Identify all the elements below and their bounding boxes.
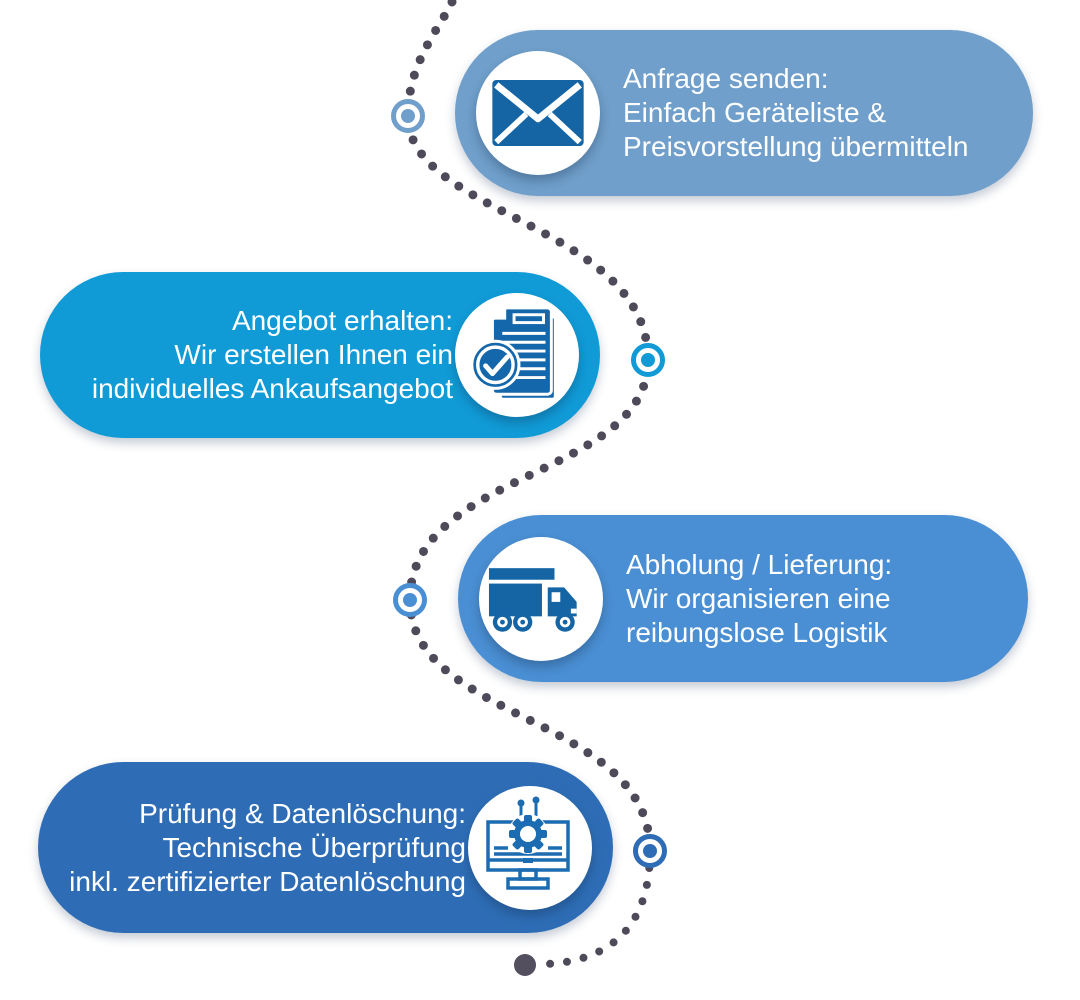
step-2-line-2: Wir erstellen Ihnen ein bbox=[174, 339, 453, 370]
monitor-gear-icon bbox=[486, 796, 570, 890]
step-3-line-3: reibungslose Logistik bbox=[626, 616, 888, 648]
truck-icon bbox=[488, 567, 577, 632]
step-4-pill: Prüfung & Datenlöschung: Technische Über… bbox=[38, 762, 613, 933]
step-3-pill: Abholung / Lieferung: Wir organisieren e… bbox=[458, 515, 1028, 682]
step-2-line-3: individuelles Ankaufsangebot bbox=[91, 373, 453, 404]
step-2-icon-badge bbox=[455, 293, 579, 417]
path-marker-step-1 bbox=[391, 99, 425, 133]
step-4-line-2: Technische Überprüfung bbox=[162, 831, 466, 863]
flow-end-dot bbox=[514, 954, 536, 976]
step-2-pill: Angebot erhalten: Wir erstellen Ihnen ei… bbox=[40, 272, 600, 438]
path-marker-step-3 bbox=[393, 583, 427, 617]
step-1-line-1: Anfrage senden: bbox=[623, 63, 829, 94]
step-4-line-1: Prüfung & Datenlöschung: bbox=[139, 797, 466, 829]
envelope-icon bbox=[492, 79, 584, 147]
step-1-line-3: Preisvorstellung übermitteln bbox=[623, 131, 969, 162]
step-1-icon-badge bbox=[476, 51, 600, 175]
step-3-line-1: Abholung / Lieferung: bbox=[626, 548, 893, 580]
step-3-line-2: Wir organisieren eine bbox=[626, 582, 891, 614]
step-1-line-2: Einfach Geräteliste & bbox=[623, 97, 887, 128]
step-3-text: Abholung / Lieferung: Wir organisieren e… bbox=[626, 548, 892, 650]
document-check-icon bbox=[470, 306, 557, 401]
step-2-text: Angebot erhalten: Wir erstellen Ihnen ei… bbox=[92, 304, 453, 406]
step-1-pill: Anfrage senden: Einfach Geräteliste & Pr… bbox=[455, 30, 1033, 196]
path-marker-step-4 bbox=[633, 834, 667, 868]
step-4-text: Prüfung & Datenlöschung: Technische Über… bbox=[69, 797, 466, 899]
step-4-line-3: inkl. zertifizierter Datenlöschung bbox=[69, 865, 466, 897]
step-2-line-1: Angebot erhalten: bbox=[231, 305, 453, 336]
step-4-icon-badge bbox=[468, 785, 592, 910]
path-marker-step-2 bbox=[631, 343, 665, 377]
step-1-text: Anfrage senden: Einfach Geräteliste & Pr… bbox=[623, 62, 969, 164]
step-3-icon-badge bbox=[479, 536, 603, 661]
flow-path-tail bbox=[542, 847, 654, 968]
